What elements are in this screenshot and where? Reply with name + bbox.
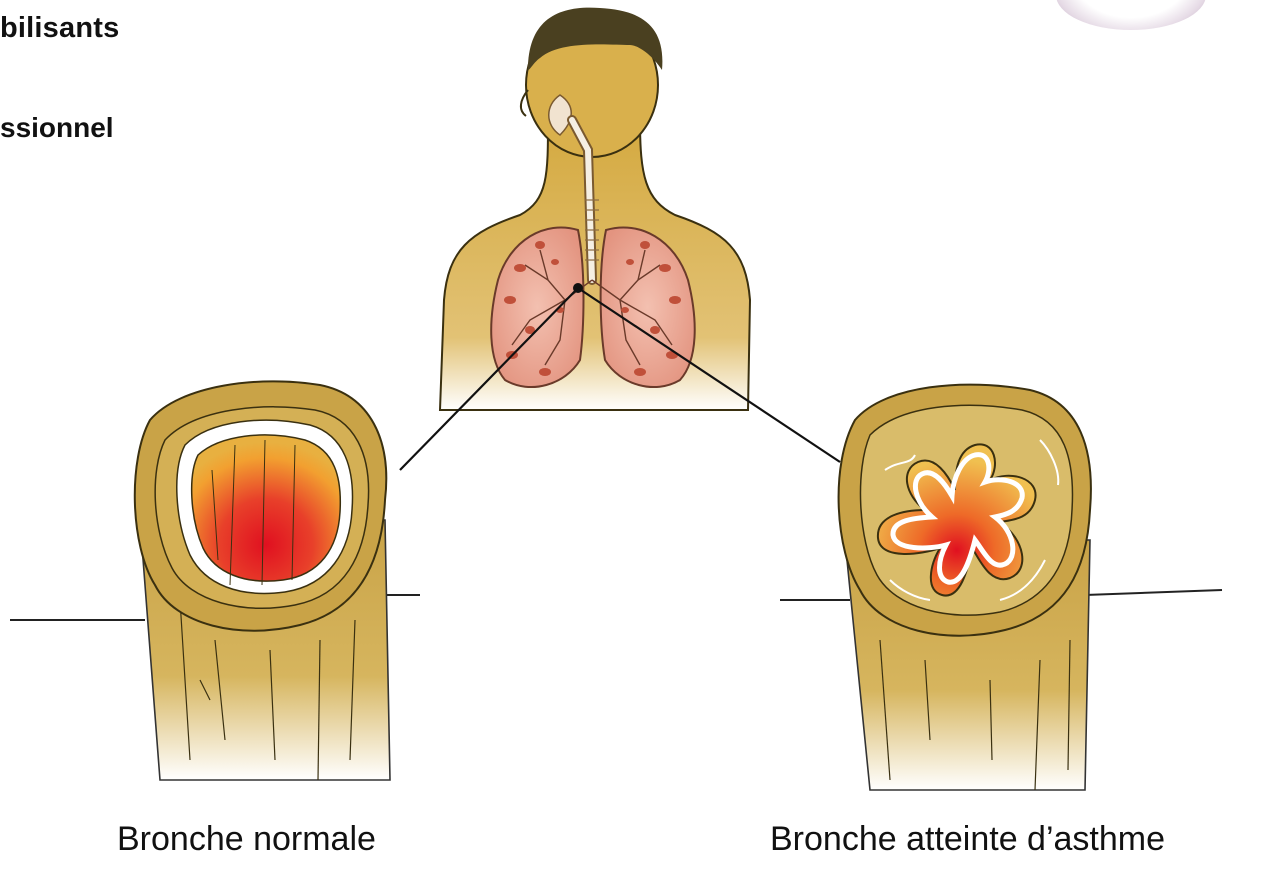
asthmatic-bronchus-illustration [780,385,1222,790]
caption-normal-bronchus: Bronche normale [117,820,376,859]
normal-bronchus-illustration [10,381,420,780]
caption-asthmatic-bronchus: Bronche atteinte d’asthme [770,820,1165,859]
human-figure [440,8,750,410]
